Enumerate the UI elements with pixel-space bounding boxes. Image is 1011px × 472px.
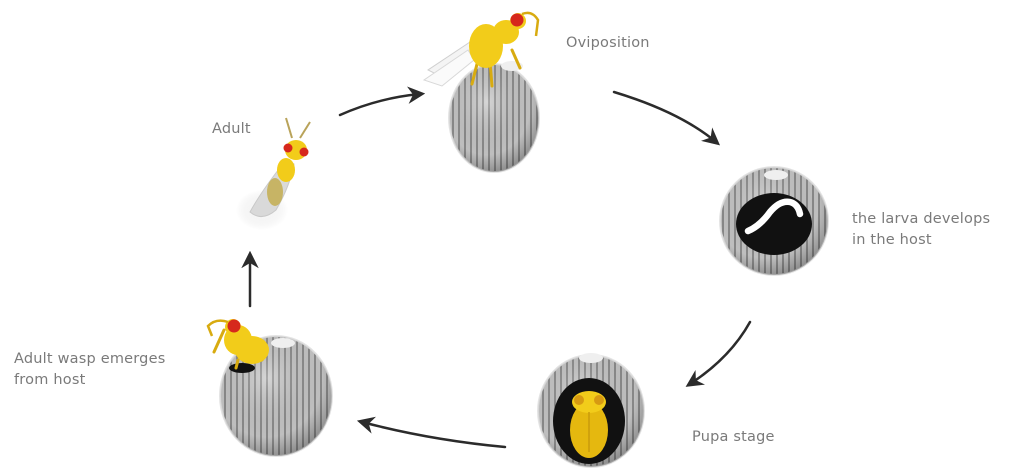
pupa-icon [570,391,608,458]
cycle-arrow-icon [690,322,750,384]
cycle-arrow-icon [362,422,505,447]
cycle-arrow-icon [340,94,420,115]
adult-label: Adult [212,119,251,140]
cycle-arrow-icon [614,92,716,142]
oviposition-label: Oviposition [566,33,650,54]
emergence-label: Adult wasp emerges from host [14,349,165,391]
emergence-label-line2: from host [14,370,165,391]
egg-host-icon [449,61,539,172]
larva-label-line1: the larva develops [852,209,990,230]
larva-label: the larva develops in the host [852,209,990,251]
pupa-label: Pupa stage [692,427,775,448]
larva-label-line2: in the host [852,230,990,251]
egg-host-icon [720,167,828,275]
wasp-icon [208,319,269,368]
emergence-label-line1: Adult wasp emerges [14,349,165,370]
